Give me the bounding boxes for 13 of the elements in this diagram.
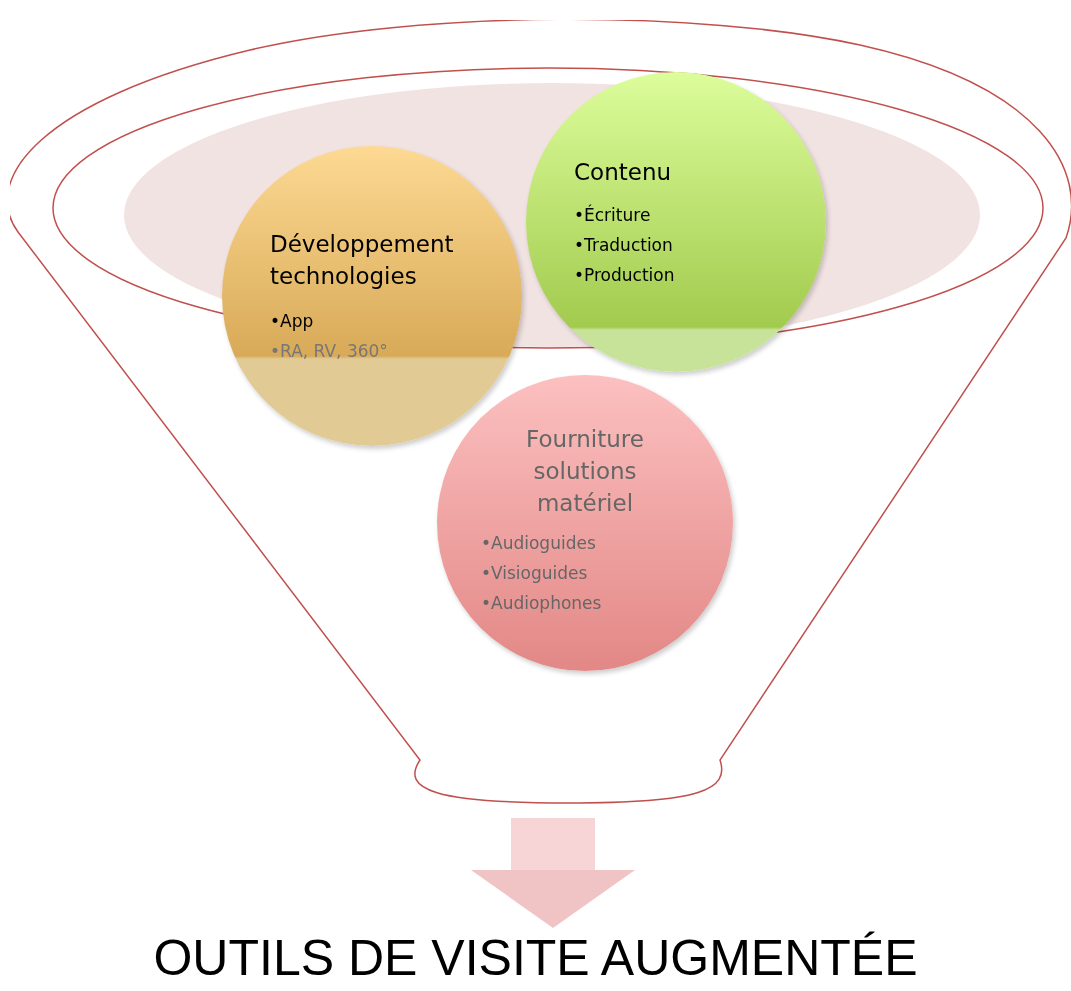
bullet-item: •Écriture	[574, 203, 651, 227]
bullet-item: •App	[270, 310, 314, 333]
bullet-item: •Audiophones	[481, 592, 602, 615]
funnel-drawing	[10, 20, 1071, 806]
outcome-title: OUTILS DE VISITE AUGMENTÉE	[0, 928, 1071, 991]
bullet-item: •Visioguides	[481, 562, 588, 585]
bullet-item: •RA, RV, 360°	[270, 340, 388, 363]
circle-heading: Fourniture solutions matériel	[525, 425, 645, 518]
bullet-item: •Traduction	[574, 234, 673, 257]
circle-heading: Contenu	[574, 158, 673, 187]
bullet-item: •Audioguides	[481, 532, 596, 555]
bullet-item: •Production	[574, 264, 675, 287]
circle-heading: Développement technologies	[270, 230, 455, 291]
